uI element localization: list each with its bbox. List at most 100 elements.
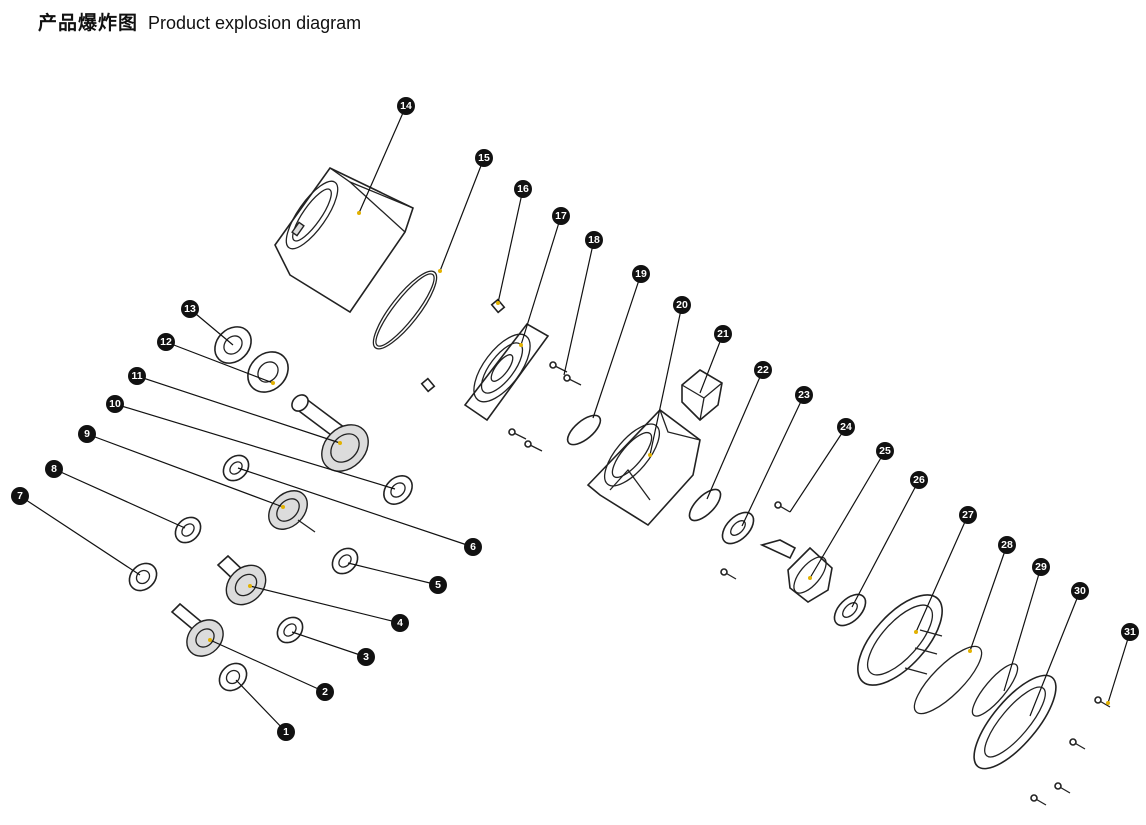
part-5-bearing bbox=[331, 547, 359, 575]
callout-14: 14 bbox=[397, 97, 415, 115]
part-12-bearing bbox=[247, 351, 289, 393]
callout-4: 4 bbox=[391, 614, 409, 632]
callout-16: 16 bbox=[514, 180, 532, 198]
callout-21: 21 bbox=[714, 325, 732, 343]
svg-text:22: 22 bbox=[757, 364, 769, 376]
part-15-o-ring-inner bbox=[375, 273, 435, 347]
part-4-gear bbox=[216, 554, 267, 606]
callout-30: 30 bbox=[1071, 582, 1089, 600]
callout-7: 7 bbox=[11, 487, 29, 505]
part-24-screws bbox=[720, 501, 791, 580]
svg-text:17: 17 bbox=[555, 210, 567, 222]
callout-1: 1 bbox=[277, 723, 295, 741]
part-pin-left bbox=[420, 377, 436, 393]
svg-text:13: 13 bbox=[184, 303, 196, 315]
svg-text:6: 6 bbox=[470, 541, 476, 553]
callout-8: 8 bbox=[45, 460, 63, 478]
svg-text:23: 23 bbox=[798, 389, 810, 401]
svg-text:1: 1 bbox=[283, 726, 289, 738]
callout-27: 27 bbox=[959, 506, 977, 524]
part-29-seal bbox=[971, 663, 1019, 717]
part-10-bearing bbox=[383, 475, 413, 505]
part-23-bearing bbox=[721, 511, 755, 545]
svg-text:7: 7 bbox=[17, 490, 23, 502]
part-16-pin bbox=[490, 298, 506, 314]
svg-text:24: 24 bbox=[840, 421, 852, 433]
part-14-housing-cover bbox=[274, 166, 414, 314]
parts bbox=[128, 166, 1111, 806]
diagram-title-cn: 产品爆炸图 bbox=[38, 12, 139, 34]
part-11-shaft-gear bbox=[291, 394, 369, 472]
svg-text:25: 25 bbox=[879, 445, 891, 457]
callout-26: 26 bbox=[910, 471, 928, 489]
svg-text:31: 31 bbox=[1124, 626, 1136, 638]
svg-text:2: 2 bbox=[322, 686, 328, 698]
svg-text:10: 10 bbox=[109, 398, 121, 410]
callout-6: 6 bbox=[464, 538, 482, 556]
svg-text:28: 28 bbox=[1001, 539, 1013, 551]
part-7-bearing bbox=[128, 562, 158, 592]
callout-3: 3 bbox=[357, 648, 375, 666]
callout-24: 24 bbox=[837, 418, 855, 436]
anchor-dots bbox=[208, 211, 1110, 705]
callout-13: 13 bbox=[181, 300, 199, 318]
svg-text:21: 21 bbox=[717, 328, 729, 340]
part-22-washer bbox=[688, 488, 722, 522]
svg-text:29: 29 bbox=[1035, 561, 1047, 573]
diagram-title: 产品爆炸图 Product explosion diagram bbox=[38, 8, 361, 34]
callout-18: 18 bbox=[585, 231, 603, 249]
svg-text:27: 27 bbox=[962, 509, 974, 521]
part-2-shaft-gear bbox=[170, 602, 224, 657]
part-21-bracket bbox=[681, 369, 723, 422]
part-31-screws bbox=[1030, 696, 1111, 806]
callout-25: 25 bbox=[876, 442, 894, 460]
part-27-stator bbox=[857, 594, 943, 686]
part-20-motor-block bbox=[586, 408, 701, 527]
part-19-washer bbox=[566, 414, 602, 446]
leader-lines bbox=[19, 105, 1131, 733]
svg-text:18: 18 bbox=[588, 234, 600, 246]
svg-text:14: 14 bbox=[400, 100, 412, 112]
part-6-bearing bbox=[222, 454, 250, 482]
callout-11: 11 bbox=[128, 367, 146, 385]
callout-markers: 1 2 3 4 5 6 7 8 9 10 11 12 13 14 15 16 1… bbox=[11, 97, 1139, 741]
part-28-gasket bbox=[913, 645, 983, 715]
part-26-bearing bbox=[833, 593, 867, 627]
svg-text:3: 3 bbox=[363, 651, 369, 663]
diagram-title-en: Product explosion diagram bbox=[148, 13, 362, 33]
part-17-gear-plate bbox=[463, 322, 550, 422]
svg-text:8: 8 bbox=[51, 463, 57, 475]
callout-19: 19 bbox=[632, 265, 650, 283]
callout-20: 20 bbox=[673, 296, 691, 314]
callout-9: 9 bbox=[78, 425, 96, 443]
callout-23: 23 bbox=[795, 386, 813, 404]
svg-text:26: 26 bbox=[913, 474, 925, 486]
part-25-rotor bbox=[759, 539, 833, 603]
callout-17: 17 bbox=[552, 207, 570, 225]
callout-22: 22 bbox=[754, 361, 772, 379]
svg-text:19: 19 bbox=[635, 268, 647, 280]
callout-12: 12 bbox=[157, 333, 175, 351]
callout-28: 28 bbox=[998, 536, 1016, 554]
svg-text:16: 16 bbox=[517, 183, 529, 195]
callout-2: 2 bbox=[316, 683, 334, 701]
callout-29: 29 bbox=[1032, 558, 1050, 576]
part-8-bearing bbox=[174, 516, 202, 544]
svg-text:11: 11 bbox=[131, 370, 142, 382]
svg-text:9: 9 bbox=[84, 428, 90, 440]
svg-text:4: 4 bbox=[397, 617, 403, 629]
svg-text:30: 30 bbox=[1074, 585, 1086, 597]
callout-10: 10 bbox=[106, 395, 124, 413]
callout-5: 5 bbox=[429, 576, 447, 594]
svg-text:5: 5 bbox=[435, 579, 441, 591]
part-15-o-ring bbox=[372, 270, 438, 350]
callout-15: 15 bbox=[475, 149, 493, 167]
svg-text:20: 20 bbox=[676, 299, 688, 311]
part-30-end-cover bbox=[973, 674, 1057, 770]
part-9-gear bbox=[268, 490, 316, 533]
svg-text:12: 12 bbox=[160, 336, 172, 348]
callout-31: 31 bbox=[1121, 623, 1139, 641]
part-3-bearing bbox=[276, 616, 304, 644]
svg-text:15: 15 bbox=[478, 152, 490, 164]
